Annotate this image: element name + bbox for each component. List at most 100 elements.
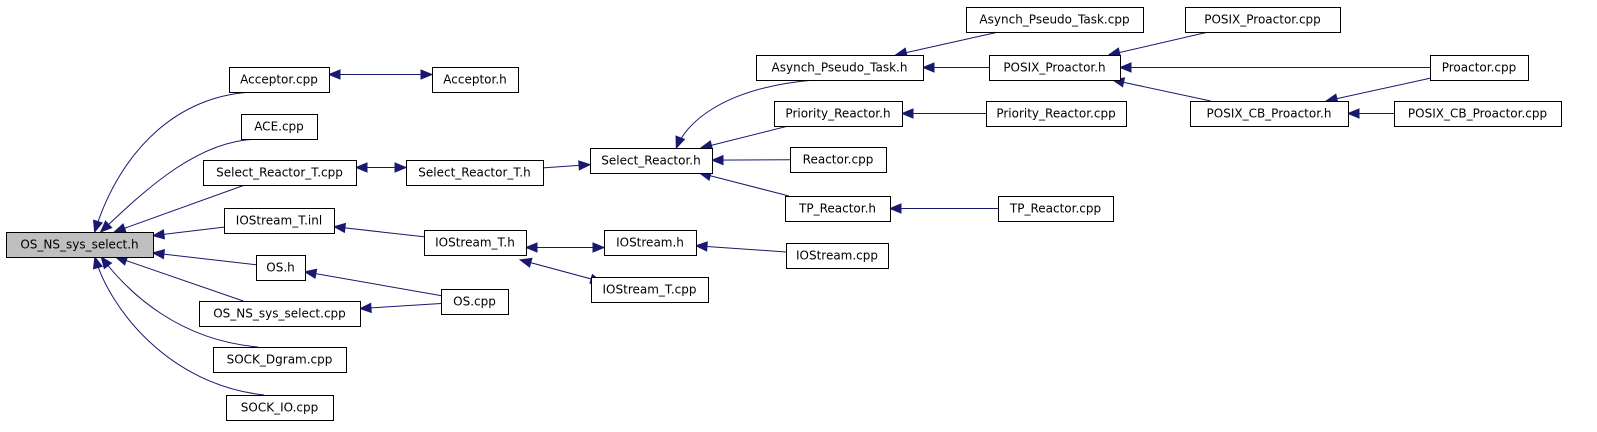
node-reactor-cpp[interactable]: Reactor.cpp: [790, 147, 887, 173]
arrowhead-icon: [112, 223, 127, 234]
node-os-cpp[interactable]: OS.cpp: [441, 289, 509, 315]
node-label: OS_NS_sys_select.cpp: [213, 307, 346, 321]
node-apt-cpp[interactable]: Asynch_Pseudo_Task.cpp: [966, 7, 1144, 33]
node-srt-h[interactable]: Select_Reactor_T.h: [406, 160, 544, 186]
node-label: Reactor.cpp: [803, 153, 874, 167]
node-srt-cpp[interactable]: Select_Reactor_T.cpp: [203, 160, 357, 186]
node-root: OS_NS_sys_select.h: [6, 232, 154, 258]
edge-proactor_cpp-to-pp_h: [1118, 62, 1430, 73]
node-box: [424, 230, 527, 256]
node-iost-inl[interactable]: IOStream_T.inl: [224, 208, 335, 234]
arrowhead-icon: [1346, 108, 1360, 119]
node-box: [756, 55, 924, 81]
node-sr-h[interactable]: Select_Reactor.h: [590, 148, 713, 174]
node-label: Asynch_Pseudo_Task.cpp: [979, 13, 1129, 27]
node-box: [986, 101, 1127, 127]
node-label: Acceptor.cpp: [240, 73, 318, 87]
node-box: [785, 196, 891, 222]
edge-acceptor_cpp-to-root: [93, 91, 264, 234]
node-pcbp-cpp[interactable]: POSIX_CB_Proactor.cpp: [1394, 101, 1562, 127]
edge-pcbp_cpp-to-pcbp_h: [1346, 108, 1394, 119]
node-ios-h[interactable]: IOStream.h: [604, 230, 697, 256]
node-pr-cpp[interactable]: Priority_Reactor.cpp: [986, 101, 1127, 127]
node-label: Acceptor.h: [443, 73, 507, 87]
edge-os_cpp-to-os_h: [303, 268, 442, 297]
arrowhead-icon: [92, 255, 104, 270]
arrowhead-icon: [93, 219, 104, 234]
node-acceptor-cpp[interactable]: Acceptor.cpp: [229, 67, 330, 93]
arrowhead-icon: [354, 162, 368, 173]
node-box: [590, 148, 713, 174]
node-pp-cpp[interactable]: POSIX_Proactor.cpp: [1185, 7, 1341, 33]
node-tpr-h[interactable]: TP_Reactor.h: [785, 196, 891, 222]
arrowhead-icon: [710, 154, 724, 166]
node-label: POSIX_CB_Proactor.cpp: [1408, 107, 1547, 121]
node-box: [241, 114, 318, 140]
node-iost-h[interactable]: IOStream_T.h: [424, 230, 527, 256]
node-label: Proactor.cpp: [1442, 61, 1517, 75]
node-box: [199, 301, 361, 327]
nodes-layer: OS_NS_sys_select.h Acceptor.cpp Acceptor.h…: [6, 7, 1562, 421]
edge-reactor_cpp-to-sr_h: [710, 154, 791, 166]
node-box: [786, 243, 889, 269]
node-proactor-cpp[interactable]: Proactor.cpp: [1430, 55, 1529, 81]
arrowhead-icon: [100, 255, 113, 270]
edge-sockd_cpp-to-root: [100, 255, 258, 348]
node-iost-cpp[interactable]: IOStream_T.cpp: [591, 277, 709, 303]
edge-apt_cpp-to-apt_h: [894, 31, 999, 58]
node-box: [591, 277, 709, 303]
node-box: [432, 67, 519, 93]
edge-onss_cpp-to-root: [114, 255, 244, 302]
node-sockd-cpp[interactable]: SOCK_Dgram.cpp: [213, 347, 347, 373]
node-box: [604, 230, 697, 256]
edge-ace_cpp-to-root: [99, 138, 258, 233]
edge-pcbp_h-to-pp_h: [1111, 77, 1211, 102]
edge-acceptor_h-to-acceptor_cpp: [327, 69, 432, 80]
edge-iost_h-to-ios_h: [526, 242, 606, 253]
edge-pp_h-to-apt_h: [921, 62, 989, 73]
node-box: [1394, 101, 1562, 127]
node-label: POSIX_Proactor.h: [1003, 61, 1105, 75]
arrowhead-icon: [592, 242, 606, 253]
arrowhead-icon: [151, 229, 166, 240]
node-box: [790, 147, 887, 173]
node-ios-cpp[interactable]: IOStream.cpp: [786, 243, 889, 269]
arrowhead-icon: [303, 268, 318, 279]
node-tpr-cpp[interactable]: TP_Reactor.cpp: [998, 196, 1114, 222]
node-box: [229, 67, 330, 93]
edge-proactor_cpp-to-pcbp_h: [1324, 77, 1431, 104]
node-box: [406, 160, 544, 186]
edge-pp_cpp-to-pp_h: [1107, 31, 1209, 58]
edge-tpr_h-to-sr_h: [698, 170, 790, 197]
node-box: [256, 255, 306, 281]
node-label: ACE.cpp: [254, 120, 304, 134]
arrowhead-icon: [888, 203, 902, 214]
node-box: [998, 196, 1114, 222]
node-apt-h[interactable]: Asynch_Pseudo_Task.h: [756, 55, 924, 81]
node-pr-h[interactable]: Priority_Reactor.h: [774, 101, 903, 127]
node-label: Select_Reactor_T.cpp: [216, 166, 343, 180]
node-label: TP_Reactor.cpp: [1009, 202, 1101, 216]
node-label: Select_Reactor.h: [601, 154, 700, 168]
node-onss-cpp[interactable]: OS_NS_sys_select.cpp: [199, 301, 361, 327]
node-label: SOCK_IO.cpp: [241, 401, 318, 415]
node-box: [224, 208, 335, 234]
node-sockio-cpp[interactable]: SOCK_IO.cpp: [226, 395, 334, 421]
arrowhead-icon: [358, 302, 372, 314]
node-label: OS.cpp: [453, 295, 496, 309]
node-box: [226, 395, 334, 421]
node-label: OS_NS_sys_select.h: [20, 238, 138, 252]
node-os-h[interactable]: OS.h: [256, 255, 306, 281]
edge-pr_cpp-to-pr_h: [900, 108, 986, 119]
node-pcbp-h[interactable]: POSIX_CB_Proactor.h: [1190, 101, 1349, 127]
arrowhead-icon: [1118, 62, 1132, 73]
node-ace-cpp[interactable]: ACE.cpp: [241, 114, 318, 140]
edges-layer: [92, 31, 1431, 396]
node-acceptor-h[interactable]: Acceptor.h: [432, 67, 519, 93]
node-label: IOStream_T.h: [435, 236, 515, 250]
arrowhead-icon: [332, 222, 347, 234]
node-label: SOCK_Dgram.cpp: [227, 353, 333, 367]
node-pp-h[interactable]: POSIX_Proactor.h: [989, 55, 1121, 81]
node-box: [1430, 55, 1529, 81]
